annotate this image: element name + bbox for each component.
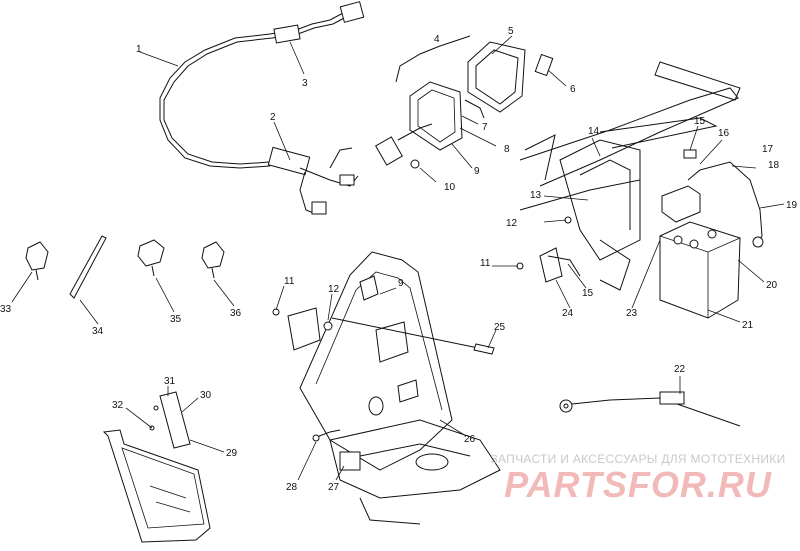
callout-30: 30 [200,390,212,401]
callout-19: 19 [786,200,798,211]
frame-section [519,61,741,291]
callout-5: 5 [508,26,514,37]
callout-12-right: 12 [506,218,518,229]
callout-23: 23 [626,308,638,319]
callout-2: 2 [270,112,276,123]
callout-36: 36 [230,308,242,319]
callout-4: 4 [434,34,440,45]
callout-14: 14 [588,126,600,137]
callout-20: 20 [766,280,778,291]
callout-21: 21 [742,320,754,331]
callout-17: 17 [762,144,774,155]
callout-3: 3 [302,78,308,89]
callout-7: 7 [482,122,488,133]
callout-15-top: 15 [694,116,706,127]
callout-11-right: 11 [480,258,491,269]
battery [659,149,764,319]
callout-27: 27 [328,482,340,493]
callout-10: 10 [444,182,456,193]
mud-flap [102,391,211,543]
wiring-harness [159,1,365,215]
callout-9-plate: 9 [398,278,404,289]
callout-1: 1 [136,44,142,55]
leader-lines [11,35,785,481]
callout-34: 34 [92,326,104,337]
callout-13: 13 [530,190,542,201]
callout-29: 29 [226,448,238,459]
callout-6: 6 [570,84,576,95]
callout-33: 33 [0,304,12,315]
callout-16: 16 [718,128,730,139]
callout-31: 31 [164,376,176,387]
watermark-subtitle: ЗАПЧАСТИ И АКСЕССУАРЫ ДЛЯ МОТОТЕХНИКИ [490,452,786,466]
callout-labels: 1 2 3 4 5 6 7 8 9 10 11 12 13 14 15 16 1… [0,26,798,493]
callout-18: 18 [768,160,780,171]
callout-28: 28 [286,482,298,493]
callout-12-left: 12 [328,284,340,295]
callout-22: 22 [674,364,686,375]
mounting-plate [272,251,495,471]
lower-frame [312,419,501,525]
tail-light-assembly [375,35,554,169]
callout-25: 25 [494,322,506,333]
connectors-group [25,235,225,299]
callout-8: 8 [504,144,510,155]
watermark: ЗАПЧАСТИ И АКСЕССУАРЫ ДЛЯ МОТОТЕХНИКИ PA… [488,452,788,504]
callout-24: 24 [562,308,574,319]
bracket-assembly [516,216,581,283]
callout-15-mid: 15 [582,288,594,299]
callout-35: 35 [170,314,182,325]
callout-11-left: 11 [284,276,295,287]
watermark-logo: PARTSFOR.RU [504,464,772,505]
callout-26: 26 [464,434,476,445]
callout-9: 9 [474,166,480,177]
battery-cable [559,391,741,427]
callout-32: 32 [112,400,124,411]
